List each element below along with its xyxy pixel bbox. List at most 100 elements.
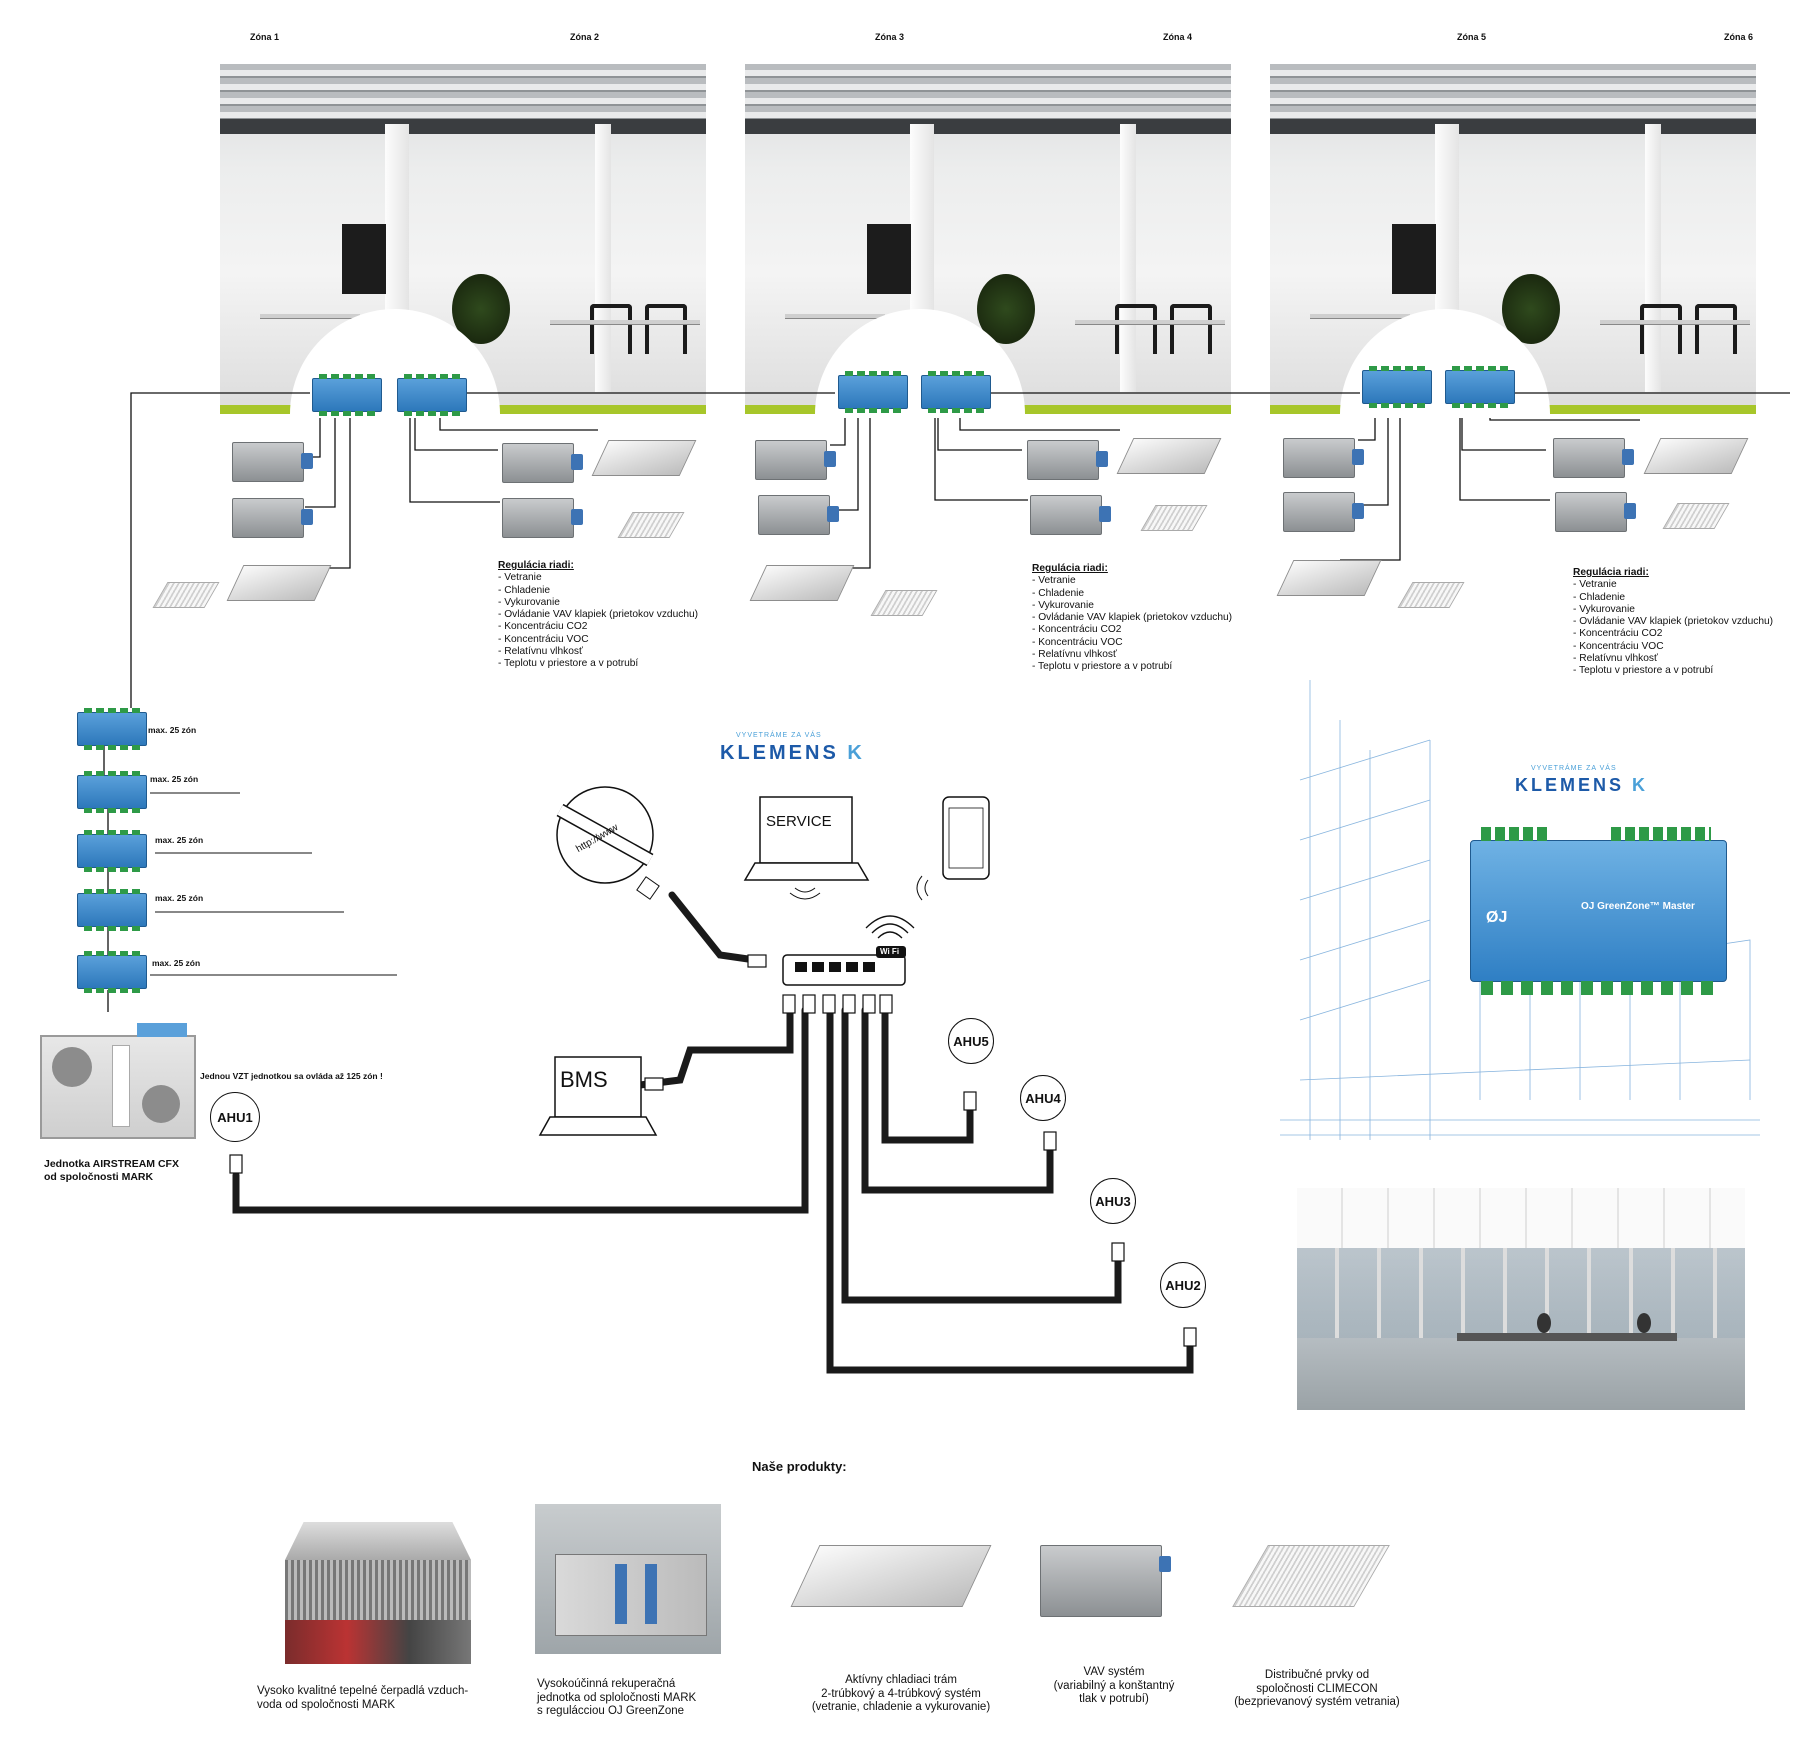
caption-line: Vysoko kvalitné tepelné čerpadlá vzduch- bbox=[257, 1685, 469, 1697]
regulation-item: - Vetranie bbox=[1032, 575, 1076, 587]
vav-damper bbox=[1553, 438, 1634, 478]
regulation-item: - Chladenie bbox=[1032, 587, 1085, 599]
caption-line: (bezprievanový systém vetrania) bbox=[1234, 1696, 1400, 1708]
ahu-caption-line-1: Jednotka AIRSTREAM CFX bbox=[44, 1158, 179, 1170]
chilled-beam bbox=[591, 440, 697, 476]
product-caption-2: Vysokoúčinná rekuperačná jednotka od spl… bbox=[537, 1678, 696, 1719]
regulation-item: - Koncentráciu CO2 bbox=[1573, 628, 1663, 640]
master-controller bbox=[77, 830, 147, 872]
oj-master-controller: ØJ OJ GreenZone™ Master bbox=[1470, 827, 1727, 995]
klemens-k-icon: K bbox=[1632, 775, 1649, 795]
wifi-label: Wi Fi bbox=[880, 947, 900, 956]
vav-damper bbox=[1030, 495, 1111, 535]
regulation-item: - Koncentráciu CO2 bbox=[1032, 624, 1122, 636]
chilled-beam bbox=[1276, 560, 1382, 596]
products-title: Naše produkty: bbox=[752, 1459, 847, 1474]
vav-product-image bbox=[1040, 1545, 1171, 1617]
ahu2-node: AHU2 bbox=[1160, 1262, 1206, 1308]
klemens-k-icon: K bbox=[847, 742, 865, 764]
ahu-note: Jednou VZT jednotkou sa ovláda až 125 zó… bbox=[200, 1071, 383, 1081]
zone-controller-1 bbox=[312, 374, 382, 416]
caption-line: spoločnosti CLIMECON bbox=[1256, 1682, 1378, 1695]
ahu5-node: AHU5 bbox=[948, 1018, 994, 1064]
regulation-item: - Teplotu v priestore a v potrubí bbox=[498, 658, 639, 670]
regulation-list-2: Regulácia riadi: - Vetranie - Chladenie … bbox=[1032, 563, 1232, 674]
caption-line: VAV systém bbox=[1083, 1666, 1145, 1678]
regulation-item: - Vetranie bbox=[1573, 579, 1617, 591]
regulation-item: - Ovládanie VAV klapiek (prietokov vzduc… bbox=[498, 609, 699, 621]
zone-label-5: Zóna 5 bbox=[1457, 32, 1487, 42]
regulation-item: - Ovládanie VAV klapiek (prietokov vzduc… bbox=[1032, 612, 1233, 624]
zone-controller-4 bbox=[921, 371, 991, 413]
zone-label-6: Zóna 6 bbox=[1724, 32, 1754, 42]
product-caption-4: VAV systém (variabilný a konštantný tlak… bbox=[1034, 1666, 1194, 1707]
vav-damper bbox=[1555, 492, 1636, 532]
zone-label-3: Zóna 3 bbox=[875, 32, 905, 42]
vav-damper bbox=[232, 498, 313, 538]
brand-name: KLEMENS bbox=[1515, 775, 1625, 795]
chilled-beam bbox=[1643, 438, 1749, 474]
regulation-item: - Relatívnu vlhkosť bbox=[1573, 653, 1658, 665]
service-label: SERVICE bbox=[766, 813, 832, 830]
product-caption-3: Aktívny chladiaci trám 2-trúbkový a 4-tr… bbox=[796, 1674, 1006, 1715]
brand-name: KLEMENS bbox=[720, 742, 839, 764]
ahu-caption-line-2: od spoločnosti MARK bbox=[44, 1171, 154, 1183]
oj-logo: ØJ bbox=[1486, 909, 1508, 926]
vav-damper bbox=[502, 498, 583, 538]
ahu3-node: AHU3 bbox=[1090, 1178, 1136, 1224]
regulation-item: - Chladenie bbox=[498, 584, 551, 596]
vav-damper bbox=[502, 443, 583, 483]
brand-slogan: VYVETRÁME ZA VÁS bbox=[1531, 765, 1617, 772]
regulation-item: - Ovládanie VAV klapiek (prietokov vzduc… bbox=[1573, 616, 1774, 628]
ahu4-node: AHU4 bbox=[1020, 1075, 1066, 1121]
airstream-cfx-unit bbox=[40, 1023, 196, 1139]
office-room-3 bbox=[1270, 64, 1756, 414]
zone-label-4: Zóna 4 bbox=[1163, 32, 1193, 42]
office-room-1 bbox=[220, 64, 706, 414]
regulation-item: - Teplotu v priestore a v potrubí bbox=[1032, 661, 1173, 673]
klemens-logo: VYVETRÁME ZA VÁS KLEMENS K bbox=[720, 732, 865, 765]
regulation-item: - Teplotu v priestore a v potrubí bbox=[1573, 665, 1714, 677]
regulation-title: Regulácia riadi: bbox=[498, 560, 574, 571]
chilled-beam bbox=[1116, 438, 1222, 474]
regulation-item: - Relatívnu vlhkosť bbox=[498, 646, 583, 658]
regulation-item: - Koncentráciu CO2 bbox=[498, 621, 588, 633]
zone-label-2: Zóna 2 bbox=[570, 32, 600, 42]
master-controller bbox=[77, 771, 147, 813]
regulation-item: - Koncentráciu VOC bbox=[498, 633, 589, 645]
controller-name: OJ GreenZone™ Master bbox=[1581, 901, 1695, 912]
regulation-item: - Vykurovanie bbox=[1573, 603, 1635, 615]
stack-label: max. 25 zón bbox=[148, 725, 197, 735]
caption-line: Vysokoúčinná rekuperačná bbox=[537, 1678, 676, 1690]
zone-controller-6 bbox=[1445, 366, 1515, 408]
regulation-item: - Vetranie bbox=[498, 572, 542, 584]
ahu1-node: AHU1 bbox=[210, 1092, 260, 1142]
product-caption-5: Distribučné prvky od spoločnosti CLIMECO… bbox=[1212, 1669, 1422, 1710]
vav-damper bbox=[758, 495, 839, 535]
stack-label: max. 25 zón bbox=[152, 958, 201, 968]
chilled-beam-product-image bbox=[790, 1545, 992, 1607]
regulation-list-3: Regulácia riadi: - Vetranie - Chladenie … bbox=[1573, 567, 1773, 678]
regulation-title: Regulácia riadi: bbox=[1032, 563, 1108, 574]
vav-damper bbox=[755, 440, 836, 480]
zone-controller-3 bbox=[838, 371, 908, 413]
caption-line: s regulácciou OJ GreenZone bbox=[537, 1705, 685, 1717]
vav-damper bbox=[1283, 492, 1364, 532]
zone-controller-2 bbox=[397, 374, 467, 416]
brand-slogan: VYVETRÁME ZA VÁS bbox=[736, 732, 822, 739]
regulation-item: - Vykurovanie bbox=[498, 596, 560, 608]
product-caption-1: Vysoko kvalitné tepelné čerpadlá vzduch-… bbox=[257, 1685, 468, 1712]
caption-line: tlak v potrubí) bbox=[1079, 1693, 1149, 1705]
caption-line: jednotka od sploločnosti MARK bbox=[537, 1691, 697, 1704]
caption-line: (variabilný a konštantný bbox=[1053, 1679, 1175, 1692]
regulation-item: - Koncentráciu VOC bbox=[1032, 636, 1123, 648]
regulation-title: Regulácia riadi: bbox=[1573, 567, 1649, 578]
building-sketch: VYVETRÁME ZA VÁS KLEMENS K ØJ OJ GreenZo… bbox=[1280, 680, 1760, 1150]
open-office-photo bbox=[1297, 1188, 1745, 1410]
office-room-2 bbox=[745, 64, 1231, 414]
caption-line: (vetranie, chladenie a vykurovanie) bbox=[811, 1701, 991, 1713]
zone-controller-5 bbox=[1362, 366, 1432, 408]
caption-line: 2-trúbkový a 4-trúbkový systém bbox=[821, 1687, 981, 1700]
regulation-item: - Vykurovanie bbox=[1032, 599, 1094, 611]
